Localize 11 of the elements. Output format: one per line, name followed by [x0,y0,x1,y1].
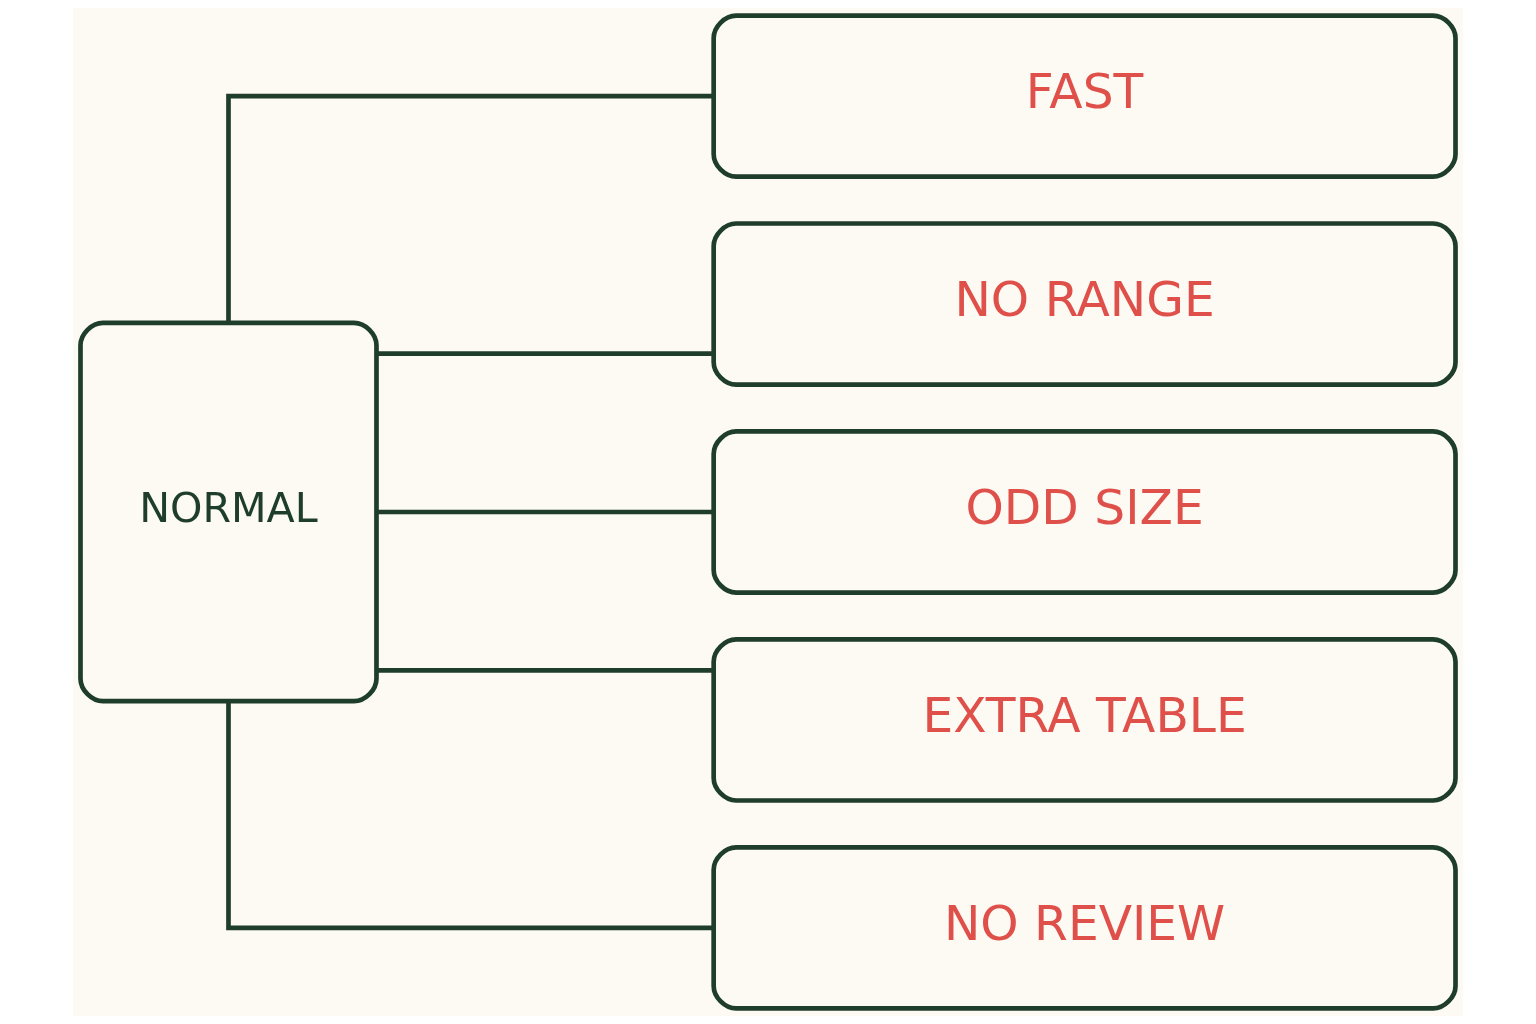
node-box: NORMAL [78,320,379,704]
connector [376,667,713,673]
connector [376,351,713,357]
node-box: NO RANGE [711,221,1458,387]
node-box: EXTRA TABLE [711,637,1458,803]
connector [226,93,714,323]
node-box: NO REVIEW [711,845,1458,1011]
node-box: ODD SIZE [711,429,1458,595]
connector [226,701,714,931]
connector [376,509,713,515]
node-box: FAST [711,13,1458,179]
